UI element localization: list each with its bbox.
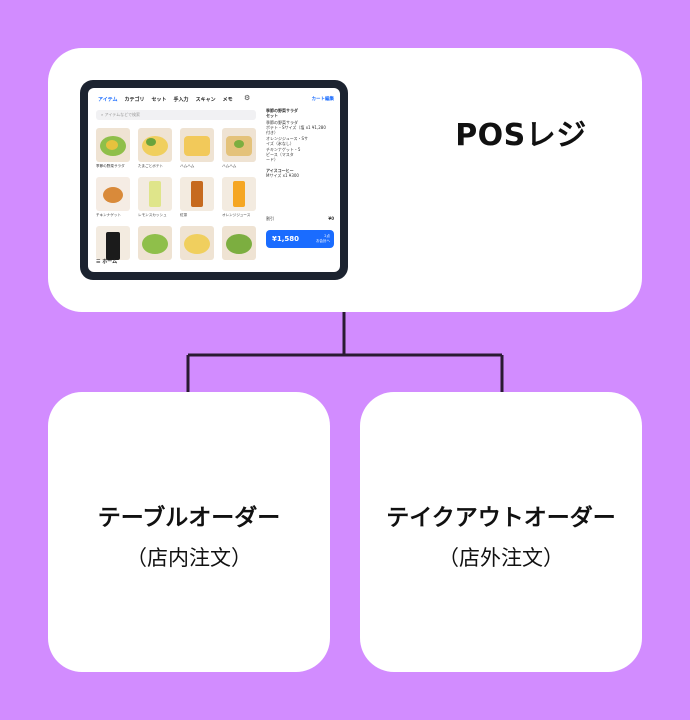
tab-set[interactable]: セット bbox=[151, 97, 167, 103]
checkout-label: お会計へ bbox=[316, 239, 330, 243]
cart-line: ード） bbox=[266, 157, 278, 162]
discount-value: ¥0 bbox=[328, 216, 334, 221]
item-tile[interactable] bbox=[138, 226, 172, 272]
item-image bbox=[222, 128, 256, 162]
item-tile[interactable]: 季節の野菜サラダ bbox=[96, 128, 130, 174]
tablet-device: アイテム カテゴリ セット 手入力 スキャン メモ ⚙ ⌕ アイテムなどで検索 … bbox=[80, 80, 348, 280]
menu-icon: ☰ bbox=[96, 259, 101, 265]
item-image bbox=[138, 226, 172, 260]
cart-line: 付き） bbox=[266, 130, 278, 135]
search-input[interactable]: ⌕ アイテムなどで検索 bbox=[96, 110, 256, 120]
item-tile[interactable]: 紅茶 bbox=[180, 177, 214, 223]
takeout-order-card: テイクアウトオーダー （店外注文） bbox=[360, 392, 642, 672]
item-tile[interactable]: たまごとポテト bbox=[138, 128, 172, 174]
item-image bbox=[96, 128, 130, 162]
gear-icon[interactable]: ⚙ bbox=[244, 94, 251, 102]
item-tile[interactable] bbox=[180, 226, 214, 272]
item-image bbox=[180, 128, 214, 162]
tablet-screen: アイテム カテゴリ セット 手入力 スキャン メモ ⚙ ⌕ アイテムなどで検索 … bbox=[88, 88, 340, 272]
table-order-card: テーブルオーダー （店内注文） bbox=[48, 392, 330, 672]
discount-label: 割引 bbox=[266, 216, 274, 221]
cart-line: ピース（マスタ bbox=[266, 152, 294, 157]
search-placeholder: アイテムなどで検索 bbox=[104, 112, 141, 117]
tab-scan[interactable]: スキャン bbox=[195, 97, 216, 103]
item-grid: 季節の野菜サラダ たまごとポテト ハムハム ハムハム チキンナゲット レモンスカ… bbox=[96, 128, 258, 272]
item-tile[interactable]: チキンナゲット bbox=[96, 177, 130, 223]
cart-line: Mサイズ x1 ¥300 bbox=[266, 173, 299, 178]
total-amount: ¥1,580 bbox=[272, 235, 300, 243]
cart-line: 季節の野菜サラダ bbox=[266, 108, 298, 113]
cart-line: オレンジジュース・Sサ bbox=[266, 136, 309, 141]
takeout-order-title: テイクアウトオーダー bbox=[386, 505, 616, 531]
takeout-order-subtitle: （店外注文） bbox=[438, 546, 564, 570]
cart-line: セット bbox=[266, 113, 278, 118]
item-count: 2点 bbox=[324, 234, 330, 238]
item-image bbox=[96, 226, 130, 260]
item-tile[interactable]: オレンジジュース bbox=[222, 177, 256, 223]
tab-category[interactable]: カテゴリ bbox=[124, 97, 145, 103]
item-image bbox=[96, 177, 130, 211]
item-tile[interactable]: レモンスカッシュ bbox=[138, 177, 172, 223]
pos-title: POSレジ bbox=[455, 118, 587, 153]
item-tile[interactable]: ハムハム bbox=[180, 128, 214, 174]
item-image bbox=[222, 226, 256, 260]
tablet-tabs: アイテム カテゴリ セット 手入力 スキャン メモ bbox=[98, 96, 233, 103]
item-image bbox=[180, 177, 214, 211]
cart-edit-link[interactable]: カート編集 bbox=[311, 97, 335, 102]
home-nav[interactable]: ☰ ホーム bbox=[96, 258, 117, 265]
home-label: ホーム bbox=[102, 259, 118, 265]
cart-line: チキンナゲット・5 bbox=[266, 147, 301, 152]
item-tile[interactable] bbox=[222, 226, 256, 272]
checkout-button[interactable]: ¥1,580 2点お会計へ bbox=[266, 230, 334, 248]
cart-line: 季節の野菜サラダ bbox=[266, 120, 298, 125]
item-image bbox=[222, 177, 256, 211]
cart-line: ポテト・Sサイズ（塩 x1 ¥1,280 bbox=[266, 125, 326, 130]
item-image bbox=[138, 128, 172, 162]
item-image bbox=[138, 177, 172, 211]
cart-panel: カート編集 季節の野菜サラダ セット 季節の野菜サラダ ポテト・Sサイズ（塩 x… bbox=[266, 96, 334, 268]
tab-manual[interactable]: 手入力 bbox=[173, 97, 189, 103]
item-image bbox=[180, 226, 214, 260]
item-tile[interactable]: ハムハム bbox=[222, 128, 256, 174]
item-tile[interactable] bbox=[96, 226, 130, 272]
tab-memo[interactable]: メモ bbox=[222, 97, 233, 103]
table-order-title: テーブルオーダー bbox=[97, 505, 281, 531]
tab-item[interactable]: アイテム bbox=[98, 97, 118, 103]
table-order-subtitle: （店内注文） bbox=[126, 546, 252, 570]
cart-line: イズ（氷なし） bbox=[266, 141, 294, 146]
cart-line: アイスコーヒー bbox=[266, 168, 294, 173]
